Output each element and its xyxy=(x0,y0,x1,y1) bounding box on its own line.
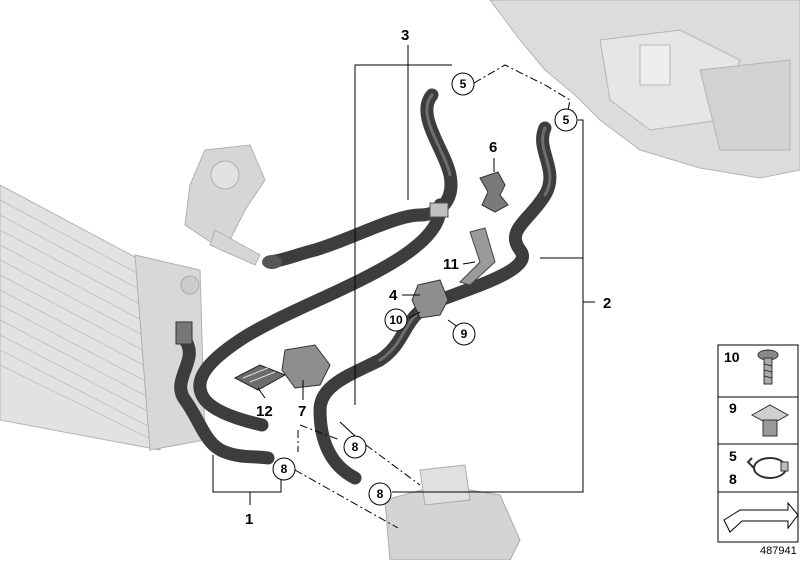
heater-housing xyxy=(489,0,800,179)
bracket-12 xyxy=(233,364,287,391)
legend-row-5: 5 xyxy=(729,448,737,464)
circled-8-bottom: 8 xyxy=(368,482,392,506)
hose-1 xyxy=(174,333,275,465)
callout-12: 12 xyxy=(256,403,273,420)
svg-text:5: 5 xyxy=(563,113,570,127)
callout-7: 7 xyxy=(298,403,306,420)
bracket-4 xyxy=(411,279,449,319)
svg-text:10: 10 xyxy=(389,313,403,327)
clip-nut-icon xyxy=(750,404,790,437)
svg-text:9: 9 xyxy=(461,327,468,341)
callout-1: 1 xyxy=(245,511,253,528)
circled-5-right: 5 xyxy=(554,108,578,132)
hose-connector xyxy=(429,202,449,218)
thermostat-housing xyxy=(184,144,266,266)
svg-text:8: 8 xyxy=(281,462,288,476)
reference-number: 487941 xyxy=(760,545,797,557)
circled-8-left: 8 xyxy=(272,457,296,481)
radiator-connector xyxy=(175,321,193,345)
callout-4: 4 xyxy=(389,287,398,304)
callout-2: 2 xyxy=(603,295,611,312)
circled-8-center: 8 xyxy=(343,435,367,459)
svg-text:8: 8 xyxy=(352,440,359,454)
circled-5-top: 5 xyxy=(451,72,475,96)
svg-text:5: 5 xyxy=(460,77,467,91)
engine-block xyxy=(384,464,521,561)
legend-row-8: 8 xyxy=(729,471,737,487)
arrow-icon xyxy=(723,501,799,533)
legend-row-10: 10 xyxy=(724,349,740,365)
circled-9: 9 xyxy=(452,322,476,346)
legend-row-9: 9 xyxy=(729,400,737,416)
circled-10: 10 xyxy=(384,308,408,332)
leader-lines xyxy=(212,45,595,505)
svg-text:8: 8 xyxy=(377,487,384,501)
hose-end-cap xyxy=(262,255,282,269)
callout-6: 6 xyxy=(489,139,497,156)
bracket-11 xyxy=(459,227,496,286)
radiator xyxy=(0,184,206,451)
dashed-lines xyxy=(294,64,571,529)
legend-panel: 10 9 5 8 xyxy=(717,344,799,543)
callout-11: 11 xyxy=(443,256,459,273)
screw-icon xyxy=(757,349,779,385)
callout-3: 3 xyxy=(401,27,409,44)
bracket-7 xyxy=(281,344,331,389)
hose-clamp-icon xyxy=(746,457,789,479)
clip-6 xyxy=(479,171,509,213)
